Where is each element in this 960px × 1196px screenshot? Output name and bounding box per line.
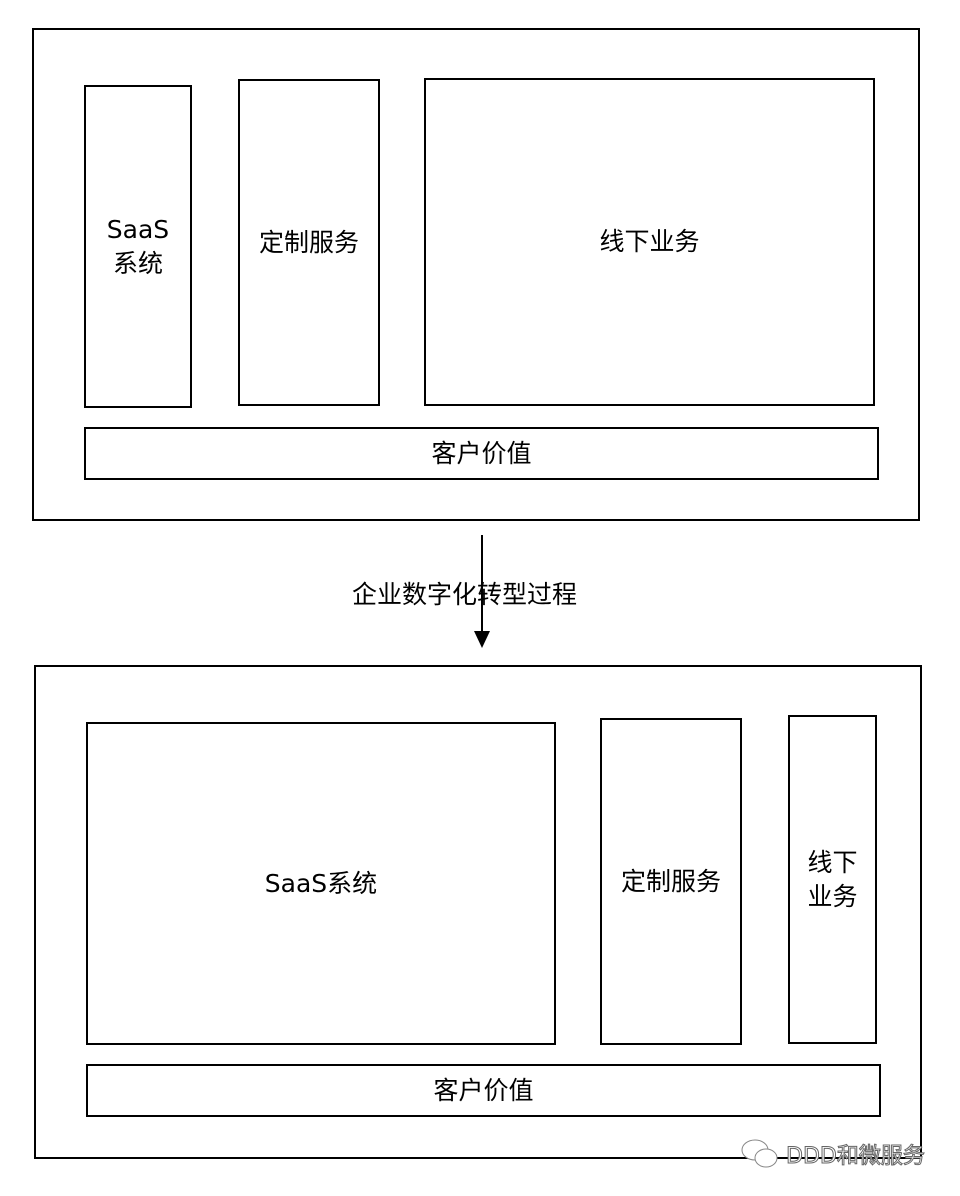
- before-offline-box: 线下业务: [424, 78, 875, 406]
- arrow: [474, 535, 490, 648]
- wechat-icon: [741, 1139, 778, 1168]
- before-custom-box: 定制服务: [238, 79, 380, 406]
- after-saas-box: SaaS系统: [86, 722, 556, 1045]
- before-container: [32, 28, 920, 521]
- after-custom-box: 定制服务: [600, 718, 742, 1045]
- watermark: DDD和微服务: [740, 1137, 925, 1171]
- before-value-box: 客户价值: [84, 427, 879, 480]
- watermark-text: DDD和微服务: [786, 1144, 926, 1170]
- before-saas-box: SaaS 系统: [84, 85, 192, 408]
- after-offline-box: 线下 业务: [788, 715, 877, 1044]
- after-value-box: 客户价值: [86, 1064, 881, 1117]
- transition-label: 企业数字化转型过程: [352, 580, 578, 609]
- after-container: [34, 665, 922, 1159]
